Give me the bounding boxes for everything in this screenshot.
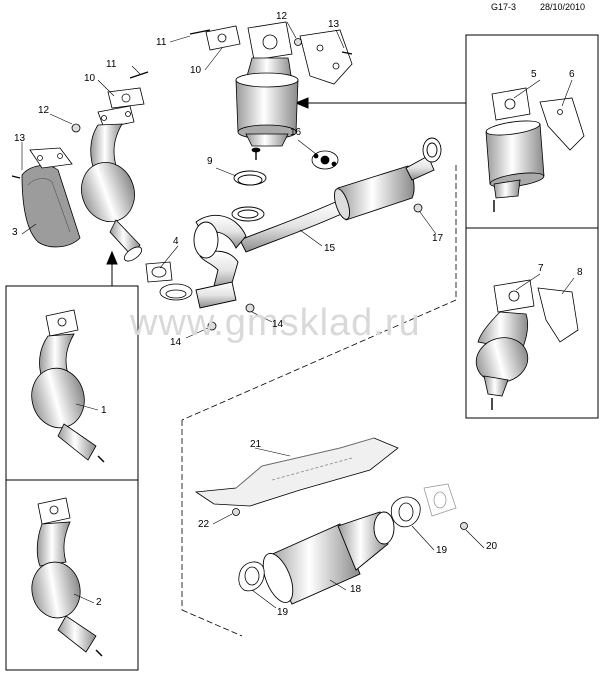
top-converter (205, 21, 353, 160)
gasket-19a (238, 561, 265, 592)
bracket-left (29, 147, 73, 169)
dashed-boundary (181, 165, 457, 637)
callout-15: 15 (324, 243, 336, 254)
flange-4 (145, 261, 193, 301)
callout-17: 17 (432, 233, 444, 244)
arrow-to-right-inset (294, 97, 466, 109)
callout-20: 20 (486, 541, 498, 552)
inset-converter-5-6 (485, 87, 585, 212)
heat-shield-left (21, 165, 81, 248)
callout-14-right: 14 (272, 319, 284, 330)
left-converter-main (81, 105, 143, 262)
callout-7: 7 (538, 263, 544, 274)
callout-19-right: 19 (436, 545, 448, 556)
callout-10-top: 10 (190, 65, 202, 76)
inset-frame-left-bottom (5, 479, 139, 671)
inset-converter-1 (31, 309, 105, 463)
inset-frame-right-bottom (465, 227, 599, 419)
callout-21: 21 (250, 439, 262, 450)
diagram-code: G17-3 (491, 2, 517, 12)
callout-2: 2 (96, 597, 102, 608)
callout-9: 9 (207, 156, 213, 167)
callout-18: 18 (350, 584, 362, 595)
underbody-shield-21 (194, 437, 399, 507)
callout-8: 8 (577, 267, 583, 278)
flange-20 (423, 483, 457, 517)
gasket-left (107, 87, 145, 109)
callout-11-top: 11 (156, 37, 167, 48)
callout-3: 3 (12, 227, 18, 238)
inset-converter-7-8 (475, 279, 579, 410)
callout-11-left: 11 (106, 59, 117, 70)
watermark-text: www.gmsklad.ru (130, 302, 421, 344)
clamp-9 (231, 170, 267, 222)
diagram-date: 28/10/2010 (540, 2, 586, 12)
nut-17 (413, 203, 423, 213)
leader-lines (21, 21, 575, 609)
callout-1: 1 (101, 405, 107, 416)
callout-10-left: 10 (84, 73, 96, 84)
rear-converter-18 (262, 511, 395, 605)
callout-5: 5 (531, 69, 537, 80)
callout-6: 6 (569, 69, 575, 80)
callout-4: 4 (173, 236, 179, 247)
arrow-to-left-inset (106, 250, 118, 286)
callout-19-bottom: 19 (277, 607, 289, 618)
nut-14a (207, 321, 217, 331)
nut-14b (245, 303, 255, 313)
callout-12-top: 12 (276, 11, 288, 22)
gasket-19b (390, 496, 421, 528)
callout-12-left: 12 (38, 105, 50, 116)
callout-22: 22 (198, 519, 210, 530)
inset-converter-2 (31, 497, 103, 657)
callout-13-top: 13 (328, 19, 340, 30)
hanger-16 (311, 150, 339, 170)
y-pipe-15 (193, 137, 442, 309)
callout-14-left: 14 (170, 337, 182, 348)
callout-16: 16 (290, 127, 302, 138)
callout-13-left: 13 (14, 133, 26, 144)
